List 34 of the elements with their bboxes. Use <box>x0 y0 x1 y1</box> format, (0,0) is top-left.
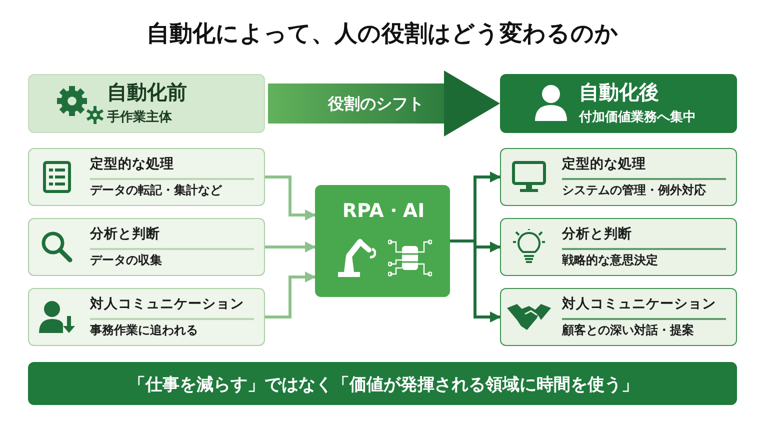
card-description: データの収集 <box>90 252 162 269</box>
tool-label: RPA・AI <box>341 199 426 224</box>
card-description: 事務作業に追われる <box>90 322 198 339</box>
card-description: データの転記・集計など <box>90 182 222 199</box>
role-card <box>28 218 265 276</box>
card-description: システムの管理・例外対応 <box>562 182 706 199</box>
card-description: 顧客との深い対話・提案 <box>562 322 694 339</box>
card-title: 対人コミュニケーション <box>562 295 716 313</box>
edge-label: 役割のシフト <box>326 94 425 114</box>
card-title: 定型的な処理 <box>562 155 646 173</box>
arrow <box>265 242 316 252</box>
card-title: 定型的な処理 <box>90 155 174 173</box>
arrow <box>265 272 316 318</box>
subheading: 手作業主体 <box>107 108 172 126</box>
card-description: 戦略的な意思決定 <box>562 252 658 269</box>
heading: 自動化後 <box>579 79 659 106</box>
card-title: 分析と判断 <box>562 225 632 243</box>
title: 自動化によって、人の役割はどう変わるのか <box>146 20 620 49</box>
role-card <box>500 288 737 346</box>
shift-arrow <box>268 70 500 136</box>
card-title: 対人コミュニケーション <box>90 295 244 313</box>
header-box <box>28 74 265 133</box>
role-card <box>28 148 265 206</box>
subheading: 付加価値業務へ集中 <box>579 109 696 126</box>
message-banner <box>28 362 737 405</box>
heading: 自動化前 <box>107 79 187 106</box>
role-card <box>500 218 737 276</box>
message-text: 「仕事を減らす」ではなく「価値が発揮される領域に時間を使う」 <box>128 374 640 396</box>
header-box <box>500 74 737 133</box>
role-card <box>500 148 737 206</box>
role-card <box>28 288 265 346</box>
card-title: 分析と判断 <box>90 225 160 243</box>
arrow <box>265 176 316 220</box>
tool-box <box>315 185 450 297</box>
